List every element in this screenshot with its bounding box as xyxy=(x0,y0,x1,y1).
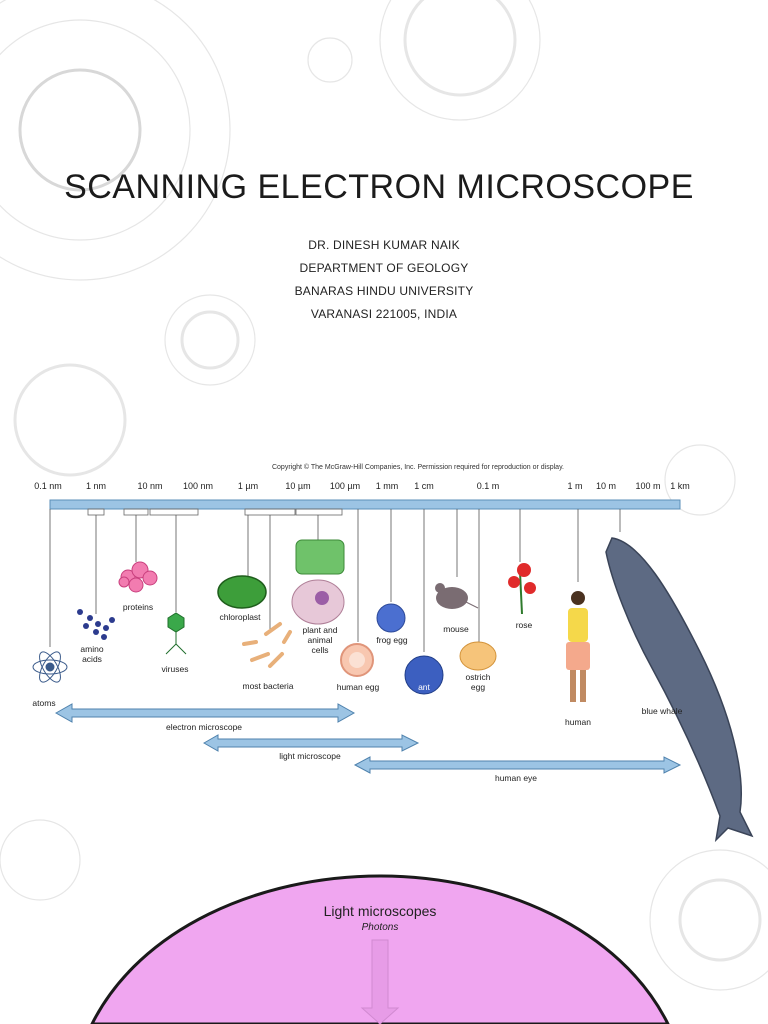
bacteria-icon xyxy=(242,622,292,668)
scale-bar xyxy=(49,499,681,510)
label-human-egg: human egg xyxy=(337,682,380,692)
tick-label: 10 m xyxy=(596,481,616,491)
address: VARANASI 221005, INDIA xyxy=(310,307,458,321)
rose-icon xyxy=(508,563,536,615)
tick-label: 0.1 nm xyxy=(34,481,62,491)
label-viruses: viruses xyxy=(162,664,189,674)
cell-icon xyxy=(291,539,345,625)
label-plant-animal-cells: cells xyxy=(311,645,328,655)
label-ostrich-egg: ostrich xyxy=(465,672,490,682)
label-ostrich-egg: egg xyxy=(471,682,485,692)
label-amino-acids: acids xyxy=(82,654,102,664)
label-ant: ant xyxy=(418,682,430,692)
label-plant-animal-cells: plant and xyxy=(303,625,338,635)
label-blue-whale: blue whale xyxy=(642,706,683,716)
human-eye-label: human eye xyxy=(495,773,537,783)
label-chloroplast: chloroplast xyxy=(219,612,261,622)
label-rose: rose xyxy=(516,620,533,630)
label-human: human xyxy=(565,717,591,727)
electron-microscope-range xyxy=(54,703,356,723)
light-microscope-diagram: Light microscopes Photons xyxy=(90,874,670,1024)
label-amino-acids: amino xyxy=(80,644,103,654)
author-name: DR. DINESH KUMAR NAIK xyxy=(308,238,460,252)
atom-icon xyxy=(32,651,68,683)
frog-egg-icon xyxy=(376,603,406,633)
amino-acid-icon xyxy=(77,609,115,640)
protein-icon xyxy=(118,561,158,593)
tick-label: 100 µm xyxy=(330,481,360,491)
slide-title: SCANNING ELECTRON MICROSCOPE xyxy=(64,168,694,206)
tick-label: 100 m xyxy=(635,481,660,491)
copyright-note: Copyright © The McGraw-Hill Companies, I… xyxy=(272,463,564,471)
tick-label: 1 nm xyxy=(86,481,106,491)
label-frog-egg: frog egg xyxy=(376,635,407,645)
label-mouse: mouse xyxy=(443,624,469,634)
label-atoms: atoms xyxy=(32,698,55,708)
university: BANARAS HINDU UNIVERSITY xyxy=(294,284,474,298)
tick-label: 1 cm xyxy=(414,481,434,491)
down-arrow-icon xyxy=(360,939,400,1024)
light-microscopes-heading: Light microscopes xyxy=(324,903,437,919)
ostrich-egg-icon xyxy=(459,641,497,671)
tick-label: 100 nm xyxy=(183,481,213,491)
department: DEPARTMENT OF GEOLOGY xyxy=(299,261,469,275)
tick-label: 1 mm xyxy=(376,481,399,491)
tick-label: 1 km xyxy=(670,481,690,491)
light-microscope-range xyxy=(202,734,420,752)
tick-label: 10 µm xyxy=(285,481,310,491)
tick-label: 1 m xyxy=(567,481,582,491)
light-microscope-label: light microscope xyxy=(279,751,341,761)
label-most-bacteria: most bacteria xyxy=(242,681,293,691)
mouse-icon xyxy=(435,583,479,609)
tick-label: 0.1 m xyxy=(477,481,500,491)
human-icon xyxy=(566,591,590,702)
blue-whale-icon xyxy=(605,537,754,843)
electron-microscope-label: electron microscope xyxy=(166,722,242,732)
label-plant-animal-cells: animal xyxy=(307,635,332,645)
tick-label: 10 nm xyxy=(137,481,162,491)
size-scale-figure: Copyright © The McGraw-Hill Companies, I… xyxy=(32,463,754,843)
label-proteins: proteins xyxy=(123,602,153,612)
virus-icon xyxy=(165,612,187,655)
human-eye-range xyxy=(353,756,682,774)
photons-label: Photons xyxy=(362,922,399,933)
tick-label: 1 µm xyxy=(238,481,258,491)
human-egg-icon xyxy=(340,643,374,677)
ant-icon xyxy=(404,655,444,695)
chloroplast-icon xyxy=(217,575,267,609)
